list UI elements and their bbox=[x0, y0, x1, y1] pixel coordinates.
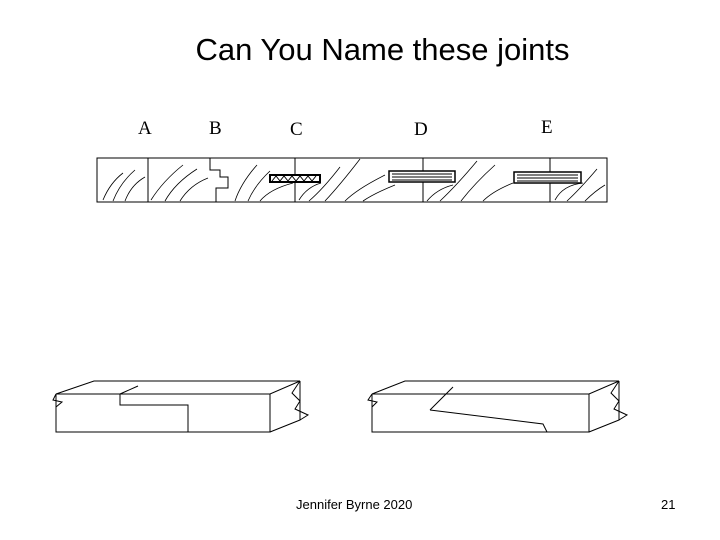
halving-step bbox=[119, 385, 189, 432]
scarf-cut bbox=[429, 386, 548, 433]
joints-strip-diagram bbox=[96, 157, 608, 203]
board-front-face bbox=[371, 394, 590, 433]
footer-author: Jennifer Byrne 2020 bbox=[296, 497, 413, 512]
wood-grain bbox=[102, 158, 606, 202]
board-outline bbox=[96, 157, 608, 203]
joint-label-d: D bbox=[414, 119, 428, 140]
end-grain-right bbox=[610, 380, 629, 421]
joint-label-c: C bbox=[290, 119, 303, 140]
board-top-face bbox=[371, 380, 620, 395]
joint-label-b: B bbox=[209, 118, 222, 139]
page-number: 21 bbox=[661, 497, 676, 512]
dowel-c-hatch bbox=[271, 175, 317, 182]
end-grain-right bbox=[291, 380, 310, 421]
end-grain-left bbox=[52, 393, 64, 408]
joint-label-a: A bbox=[138, 118, 152, 139]
board-front-face bbox=[55, 394, 271, 433]
halving-joint-diagram bbox=[52, 380, 310, 433]
end-grain-left bbox=[367, 393, 378, 408]
board-top-face bbox=[55, 380, 301, 395]
slide-title: Can You Name these joints bbox=[195, 32, 570, 67]
rebate-joint-b bbox=[209, 158, 229, 202]
joint-label-e: E bbox=[541, 117, 553, 138]
scarf-joint-diagram bbox=[367, 380, 629, 433]
dowel-c bbox=[269, 174, 321, 183]
